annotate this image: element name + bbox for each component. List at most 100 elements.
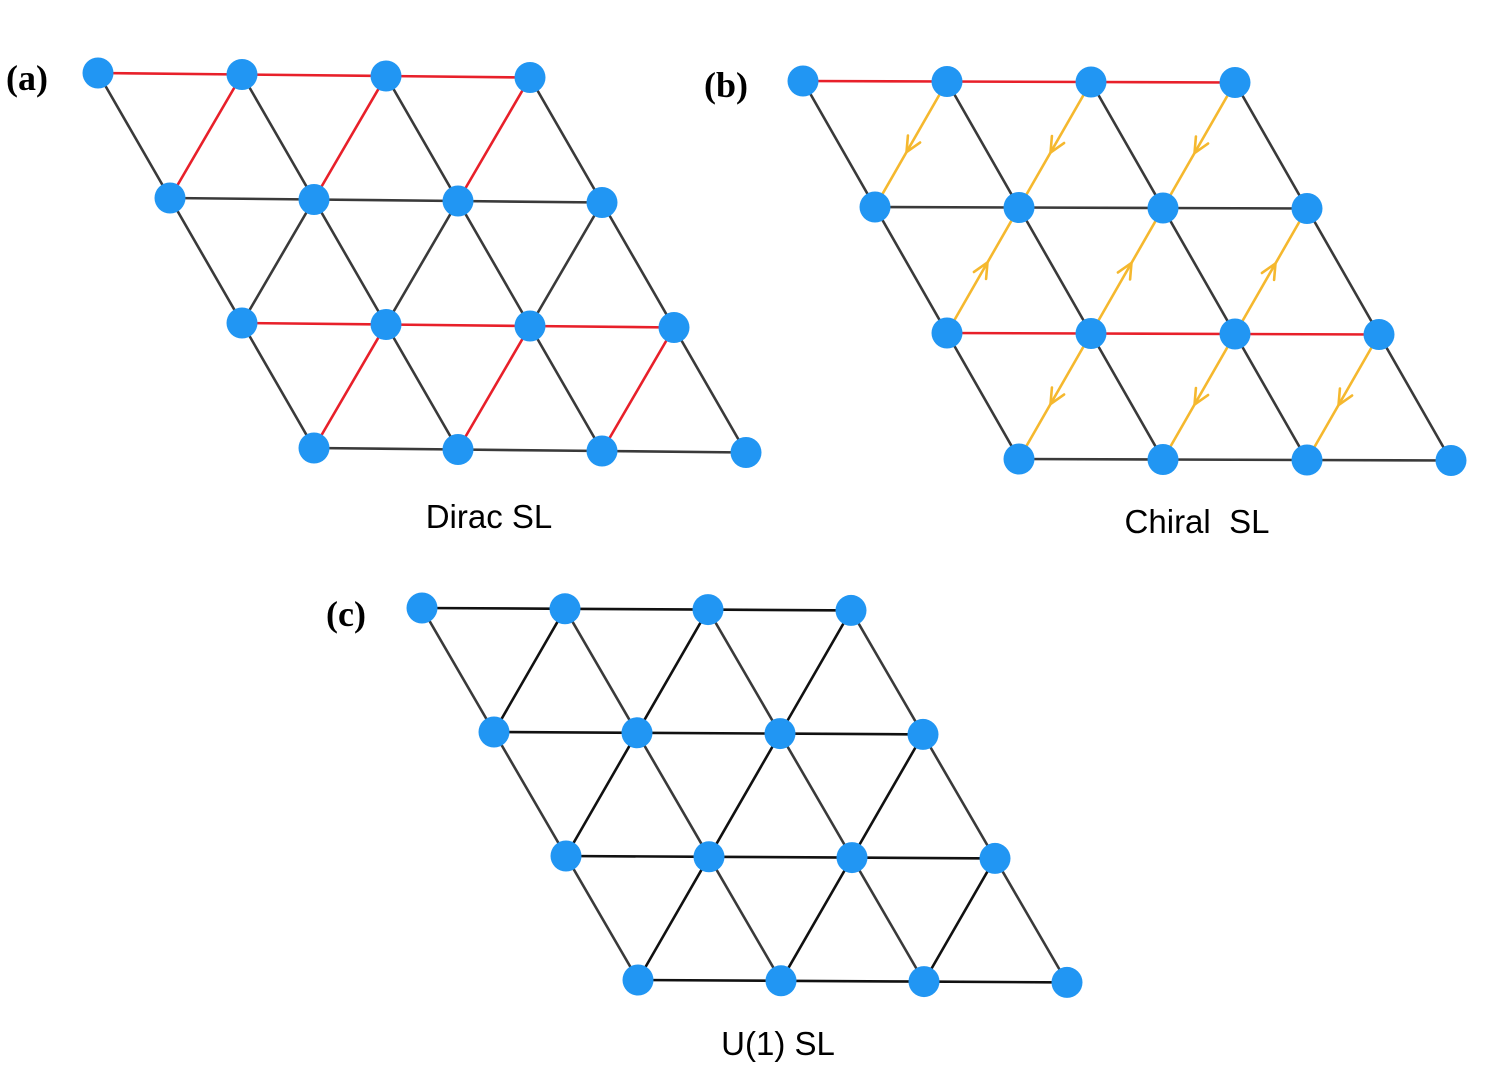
down-left-bond [1017,80,1093,209]
down-left-bond [779,856,854,983]
down-left-bond [636,855,711,982]
horizontal-bond [850,856,997,860]
lattice-site [1291,444,1323,476]
flux-arrow-icon [1049,134,1066,154]
down-left-bond [1161,332,1237,461]
down-left-bond [850,733,925,859]
down-right-bond [1377,333,1453,462]
panel-c-sites [406,592,1083,998]
down-left-bond [240,198,316,325]
horizontal-bond [1089,332,1237,336]
lattice-site [370,309,402,340]
panel-a-dirac-sl: (a) Dirac SL [6,57,762,535]
horizontal-bond [801,79,949,83]
horizontal-bond [945,331,1093,335]
down-right-bond [801,79,877,209]
panel-b-sites [787,65,1467,476]
panel-a-bonds [96,71,748,454]
horizontal-bond [1161,458,1309,462]
lattice-site [979,842,1011,874]
down-right-bond [240,73,316,201]
panel-c-letter: (c) [326,594,366,634]
down-left-bond [384,199,460,326]
lattice-site [692,594,724,626]
down-left-bond [778,609,853,735]
flux-arrow-icon [1049,386,1066,406]
down-right-bond [420,606,496,734]
down-right-bond [1233,332,1309,462]
horizontal-bond [706,608,853,612]
lattice-site [82,57,114,89]
horizontal-bond [636,978,783,983]
horizontal-bond [312,198,460,203]
lattice-site [550,840,582,872]
horizontal-bond [1161,206,1309,210]
lattice-site [514,62,546,93]
lattice-site [931,66,963,97]
lattice-site [931,317,963,349]
horizontal-bond [96,71,244,76]
lattice-site [1363,319,1395,350]
down-right-bond [1161,206,1237,336]
lattice-site [154,182,186,214]
down-right-bond [706,608,782,735]
lattice-site [442,434,474,465]
horizontal-bond [922,980,1069,984]
lattice-site [621,717,653,749]
horizontal-bond [456,199,604,204]
lattice-site [836,842,868,874]
horizontal-bond [600,449,748,454]
down-right-bond [1089,80,1165,210]
down-right-bond [1305,207,1381,336]
panel-b-letter: (b) [704,65,748,105]
lattice-site [1219,318,1251,350]
down-right-bond [600,201,676,329]
lattice-site [787,65,819,97]
down-left-bond [945,206,1021,335]
lattice-site [1147,192,1179,224]
panel-b-caption: Chiral SL [1125,503,1270,540]
down-right-bond [635,731,711,859]
lattice-site [1219,67,1251,98]
horizontal-bond [384,323,532,328]
down-right-bond [945,331,1021,461]
flux-arrow-icon [1337,387,1354,407]
down-right-bond [707,855,783,983]
panel-a-caption: Dirac SL [426,498,553,535]
down-right-bond [1233,81,1309,210]
horizontal-bond [707,855,854,859]
horizontal-bond [1305,458,1453,462]
lattice-site [1003,192,1035,223]
panel-c-caption: U(1) SL [721,1025,835,1062]
lattice-site [1147,444,1179,475]
lattice-site [908,966,940,998]
down-left-bond [1233,207,1309,336]
lattice-site [478,716,510,748]
down-left-bond [168,73,244,200]
horizontal-bond [873,205,1021,209]
down-left-bond [312,323,388,450]
down-right-bond [528,324,604,453]
down-left-bond [1305,333,1381,462]
down-right-bond [384,74,460,203]
down-left-bond [922,857,997,983]
down-left-bond [312,74,388,201]
lattice-site [907,718,939,750]
down-right-bond [1089,332,1165,461]
lattice-site [622,964,654,996]
panel-a-sites [82,57,762,468]
horizontal-bond [564,854,711,859]
down-left-bond [1161,81,1237,210]
down-right-bond [850,856,926,983]
horizontal-bond [778,732,925,736]
horizontal-bond [168,196,316,201]
horizontal-bond [945,80,1093,84]
down-right-bond [168,196,244,325]
lattice-site [298,432,330,464]
horizontal-bond [1017,206,1165,210]
flux-arrow-icon [972,261,989,281]
down-left-bond [456,76,532,203]
panel-b-arrows [905,134,1354,407]
down-right-bond [312,198,388,326]
